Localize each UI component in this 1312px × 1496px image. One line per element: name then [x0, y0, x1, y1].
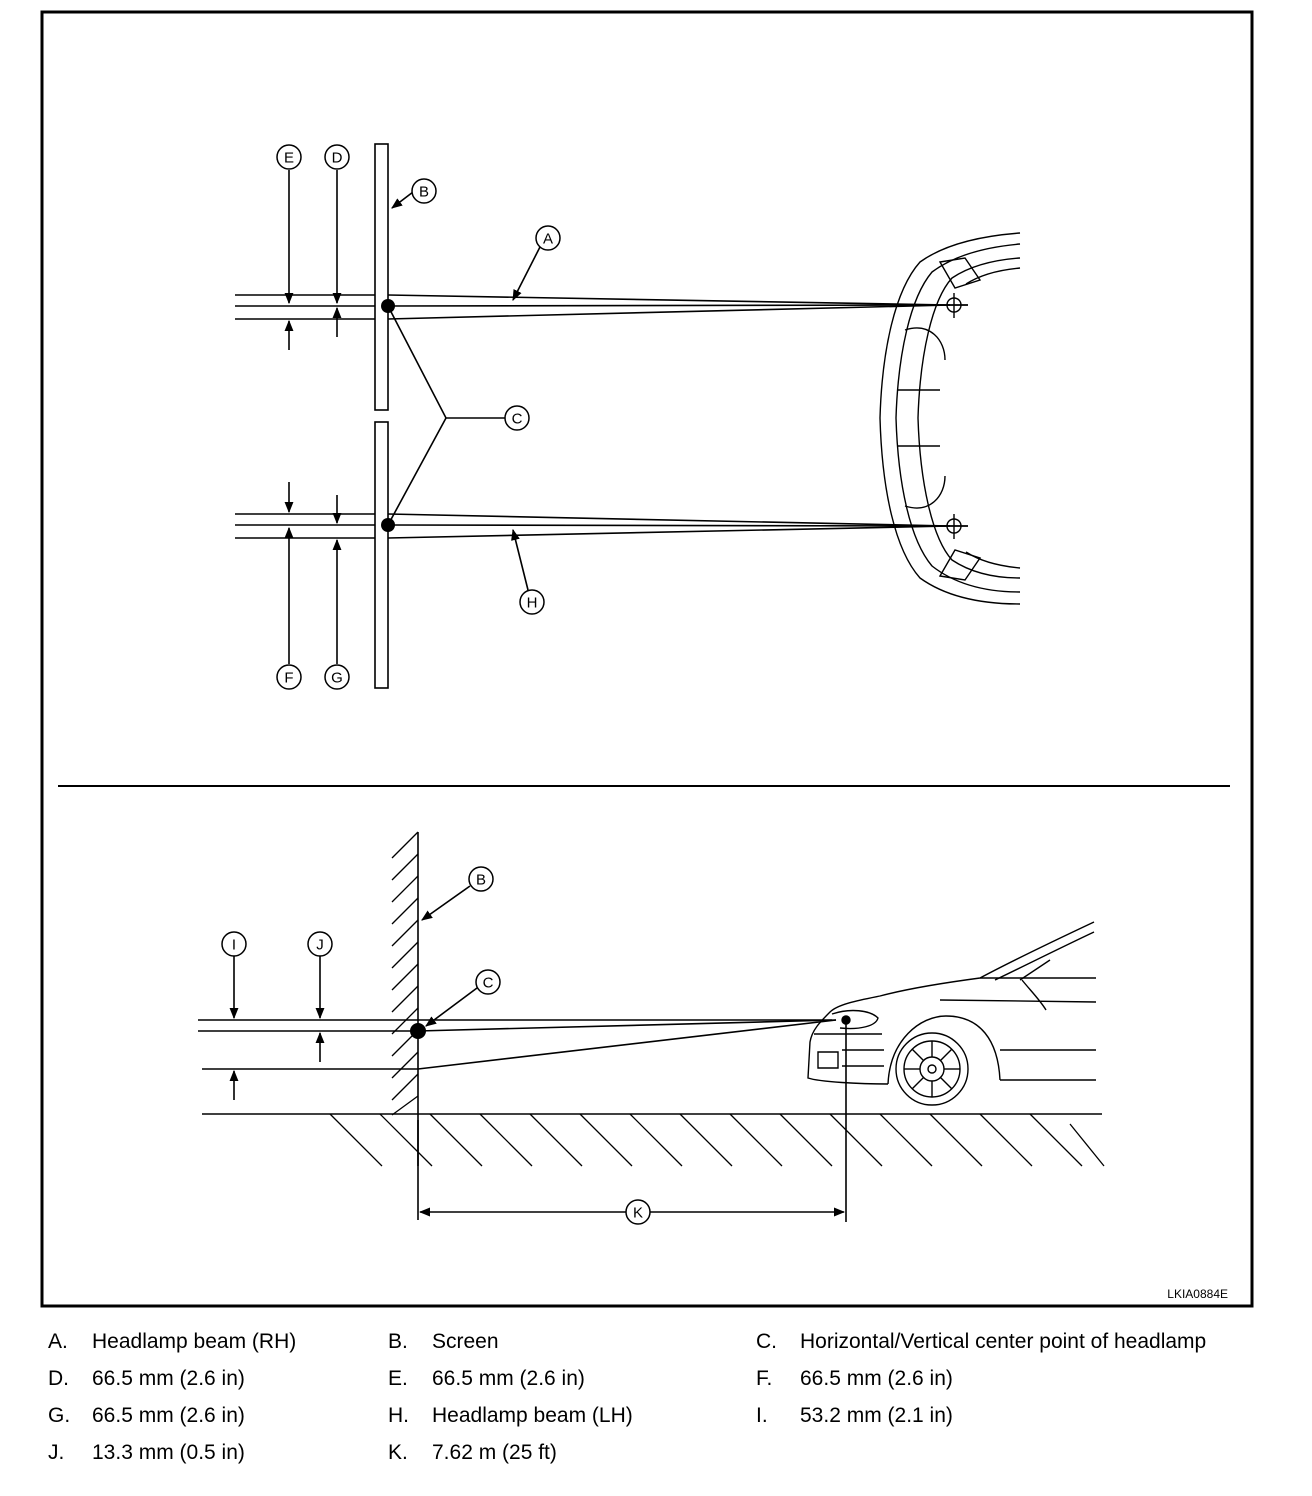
- legend-key: I.: [756, 1404, 768, 1427]
- svg-text:G: G: [331, 670, 343, 687]
- legend-key: K.: [388, 1441, 408, 1464]
- legend-text: 66.5 mm (2.6 in): [92, 1404, 245, 1427]
- callout-h: H: [519, 589, 545, 615]
- center-point-rh: [381, 299, 395, 313]
- headlamp-aiming-diagram: E D B A C H F G I J B C K LKIA0884E: [40, 10, 1254, 1308]
- callout-f: F: [276, 664, 302, 690]
- legend-text: 53.2 mm (2.1 in): [800, 1404, 953, 1427]
- callout-g: G: [324, 664, 350, 690]
- legend-text: Headlamp beam (LH): [432, 1404, 633, 1427]
- car-side-view: [807, 921, 1097, 1106]
- legend-key: D.: [48, 1367, 69, 1390]
- legend-key: A.: [48, 1330, 68, 1353]
- callout-i: I: [221, 931, 247, 957]
- svg-text:C: C: [483, 975, 494, 992]
- svg-text:A: A: [543, 231, 553, 248]
- legend-key: C.: [756, 1330, 777, 1353]
- beam-rh: [387, 294, 951, 306]
- center-point-side: [410, 1023, 426, 1039]
- callout-c-side: C: [475, 969, 501, 995]
- figure-frame: [40, 10, 1254, 1308]
- legend-key: J.: [48, 1441, 65, 1464]
- svg-text:J: J: [316, 937, 324, 954]
- side-view: [198, 831, 1105, 1222]
- svg-text:I: I: [232, 937, 236, 954]
- svg-text:E: E: [284, 150, 294, 167]
- callout-c-top: C: [504, 405, 530, 431]
- svg-text:K: K: [633, 1205, 643, 1222]
- legend-text: 66.5 mm (2.6 in): [432, 1367, 585, 1390]
- legend-key: E.: [388, 1367, 408, 1390]
- svg-text:D: D: [332, 150, 343, 167]
- center-point-lh: [381, 518, 395, 532]
- callout-b-top: B: [411, 178, 437, 204]
- ground-hatching: [329, 1113, 1105, 1167]
- svg-text:B: B: [419, 184, 429, 201]
- legend-key: H.: [388, 1404, 409, 1427]
- legend-text: 7.62 m (25 ft): [432, 1441, 557, 1464]
- legend-text: Screen: [432, 1330, 499, 1353]
- legend-text: 66.5 mm (2.6 in): [800, 1367, 953, 1390]
- callout-a: A: [535, 225, 561, 251]
- legend-text: Headlamp beam (RH): [92, 1330, 297, 1353]
- car-front-top-view: [879, 232, 1021, 605]
- legend-text: Horizontal/Vertical center point of head…: [800, 1330, 1207, 1353]
- callout-j: J: [307, 931, 333, 957]
- screen-panel-upper: [374, 143, 389, 411]
- top-view: [235, 143, 1021, 689]
- svg-text:H: H: [527, 595, 538, 612]
- legend-text: 66.5 mm (2.6 in): [92, 1367, 245, 1390]
- svg-text:C: C: [512, 411, 523, 428]
- beam-lh: [387, 513, 951, 527]
- legend-key: B.: [388, 1330, 408, 1353]
- svg-text:F: F: [284, 670, 293, 687]
- callout-b-side: B: [468, 866, 494, 892]
- legend-text: 13.3 mm (0.5 in): [92, 1441, 245, 1464]
- figure-code: LKIA0884E: [1167, 1287, 1228, 1301]
- callout-k: K: [625, 1199, 651, 1225]
- screen-panel-lower: [374, 421, 389, 689]
- legend-key: G.: [48, 1404, 71, 1427]
- callout-d: D: [324, 144, 350, 170]
- wall-hatching: [391, 831, 419, 1116]
- svg-text:B: B: [476, 872, 486, 889]
- car-wheel: [895, 1032, 969, 1106]
- legend-key: F.: [756, 1367, 773, 1390]
- callout-e: E: [276, 144, 302, 170]
